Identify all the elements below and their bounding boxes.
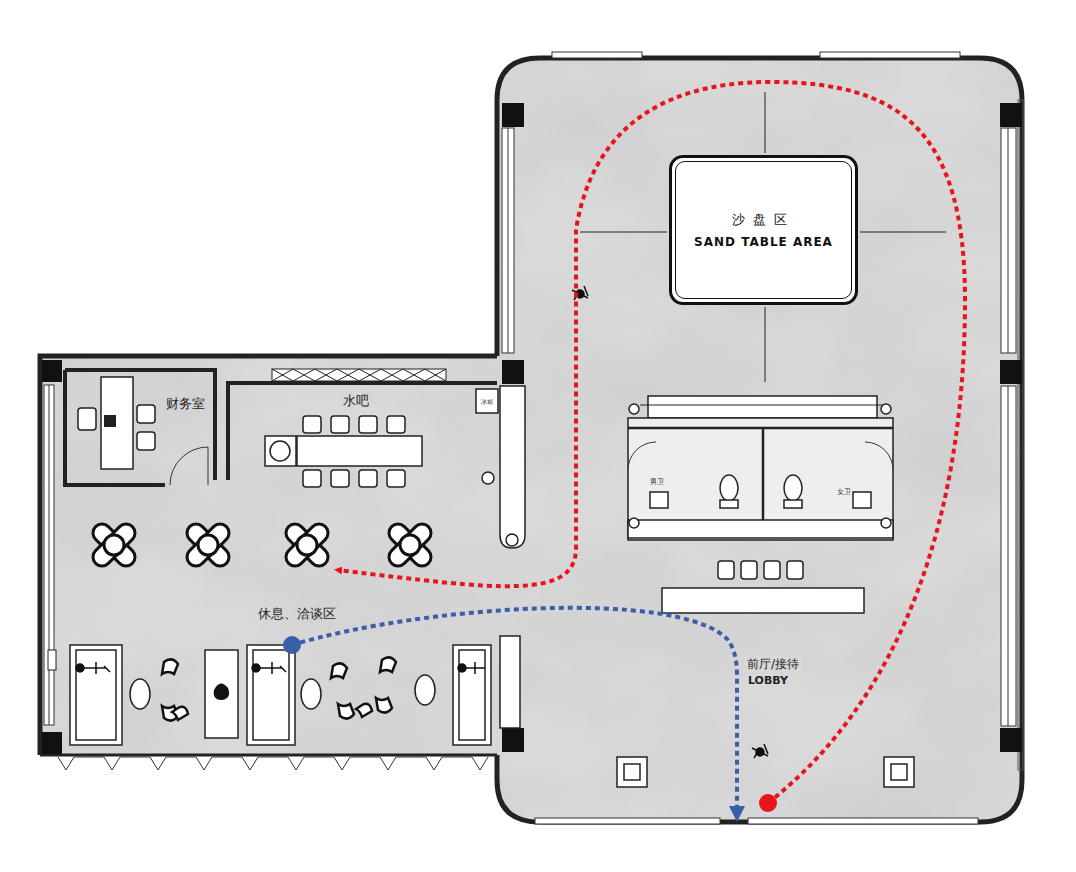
room-label: 水吧	[343, 393, 369, 409]
fixture-label: 冰箱	[481, 398, 493, 405]
room-label: 女卫	[837, 488, 851, 496]
zone-label: 休息、洽谈区	[258, 606, 336, 622]
room-label: 男卫	[650, 478, 664, 486]
sand-table-box: 沙盘区 SAND TABLE AREA	[669, 155, 858, 305]
room-label: 财务室	[166, 396, 205, 412]
area-name-en: SAND TABLE AREA	[694, 235, 833, 249]
area-name-zh: 沙盘区	[732, 211, 795, 229]
zone-label: 前厅/接待	[745, 657, 801, 671]
zone-label-en: LOBBY	[746, 674, 790, 687]
